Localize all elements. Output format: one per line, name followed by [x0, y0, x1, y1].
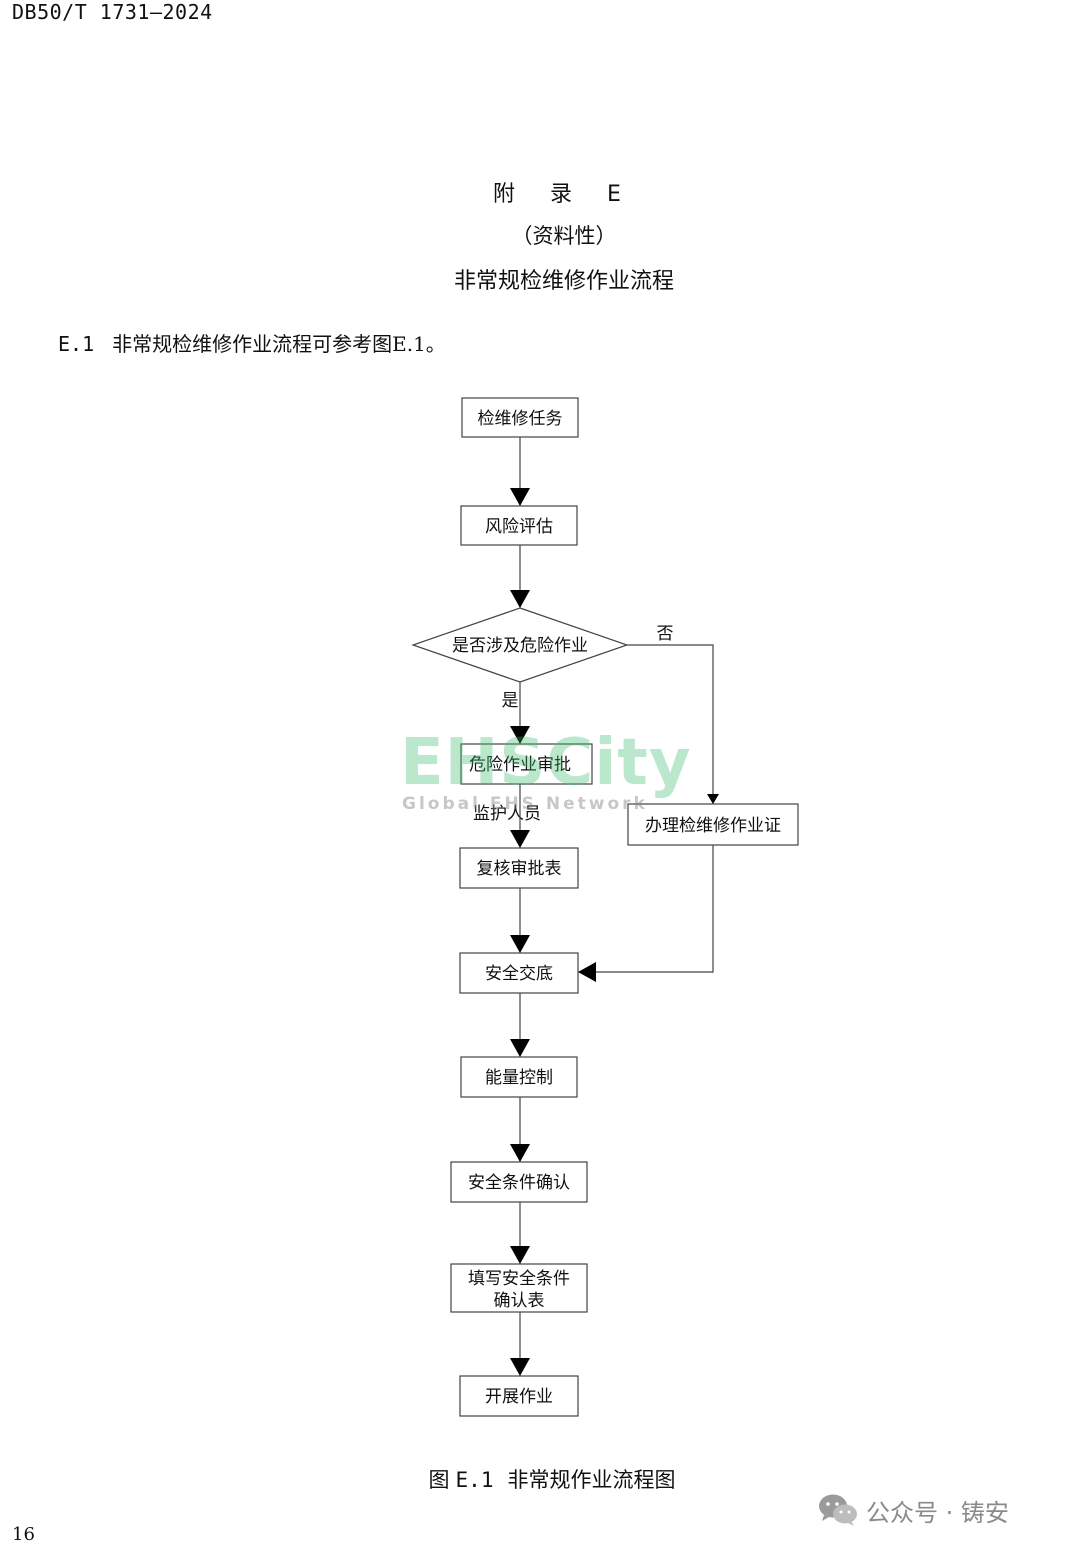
node-approval-label: 危险作业审批	[469, 755, 571, 775]
page-number: 16	[12, 1524, 35, 1545]
node-start: 开展作业	[459, 1375, 579, 1417]
node-energy: 能量控制	[460, 1056, 578, 1098]
watermark-logo: EHSCity	[400, 726, 692, 800]
clause-number: E.1	[58, 332, 95, 356]
node-recheck-label: 复核审批表	[477, 859, 562, 879]
branch-yes-label: 是	[502, 691, 519, 711]
node-risk: 风险评估	[460, 505, 578, 546]
node-decision: 是否涉及危险作业	[411, 607, 629, 683]
node-decision-label: 是否涉及危险作业	[452, 636, 588, 656]
node-fill: 填写安全条件 确认表	[450, 1263, 588, 1313]
node-permit: 办理检维修作业证	[627, 803, 799, 846]
clause-text: 非常规检维修作业流程可参考图E.1。	[112, 332, 446, 356]
footer-source-text: 公众号 · 铸安	[866, 1498, 1009, 1527]
figure-number: E.1	[455, 1468, 494, 1492]
node-approval: 危险作业审批	[460, 743, 593, 785]
clause-e1: E.1 非常规检维修作业流程可参考图E.1。	[58, 328, 446, 357]
node-fill-label-line1: 填写安全条件	[468, 1269, 570, 1289]
appendix-title: 附 录 E	[493, 182, 635, 207]
arrow-decision-to-permit	[627, 644, 719, 804]
figure-title: 非常规作业流程图	[507, 1468, 676, 1492]
node-briefing-label: 安全交底	[485, 964, 553, 984]
wechat-icon	[819, 1494, 857, 1526]
node-confirm-label: 安全条件确认	[468, 1173, 570, 1193]
node-energy-label: 能量控制	[485, 1068, 553, 1088]
node-confirm: 安全条件确认	[450, 1161, 588, 1203]
node-start-label: 开展作业	[485, 1387, 553, 1407]
node-briefing: 安全交底	[459, 952, 579, 994]
node-task: 检维修任务	[461, 397, 579, 438]
node-recheck: 复核审批表	[459, 847, 579, 889]
footer-source: 公众号 · 铸安	[818, 1492, 1009, 1528]
node-task-label: 检维修任务	[478, 409, 563, 429]
monitor-label: 监护人员	[473, 804, 541, 824]
appendix-heading: 非常规检维修作业流程	[453, 269, 674, 294]
document-code: DB50/T 1731—2024	[12, 0, 213, 24]
node-risk-label: 风险评估	[485, 517, 553, 537]
watermark-tagline: Global EHS Network	[402, 794, 648, 814]
branch-no-label: 否	[657, 624, 674, 644]
appendix-nature: （资料性）	[511, 224, 617, 248]
node-fill-label-line2: 确认表	[494, 1291, 545, 1311]
figure-label: 图	[428, 1468, 450, 1492]
arrow-permit-to-briefing	[578, 845, 714, 982]
node-permit-label: 办理检维修作业证	[645, 816, 781, 836]
